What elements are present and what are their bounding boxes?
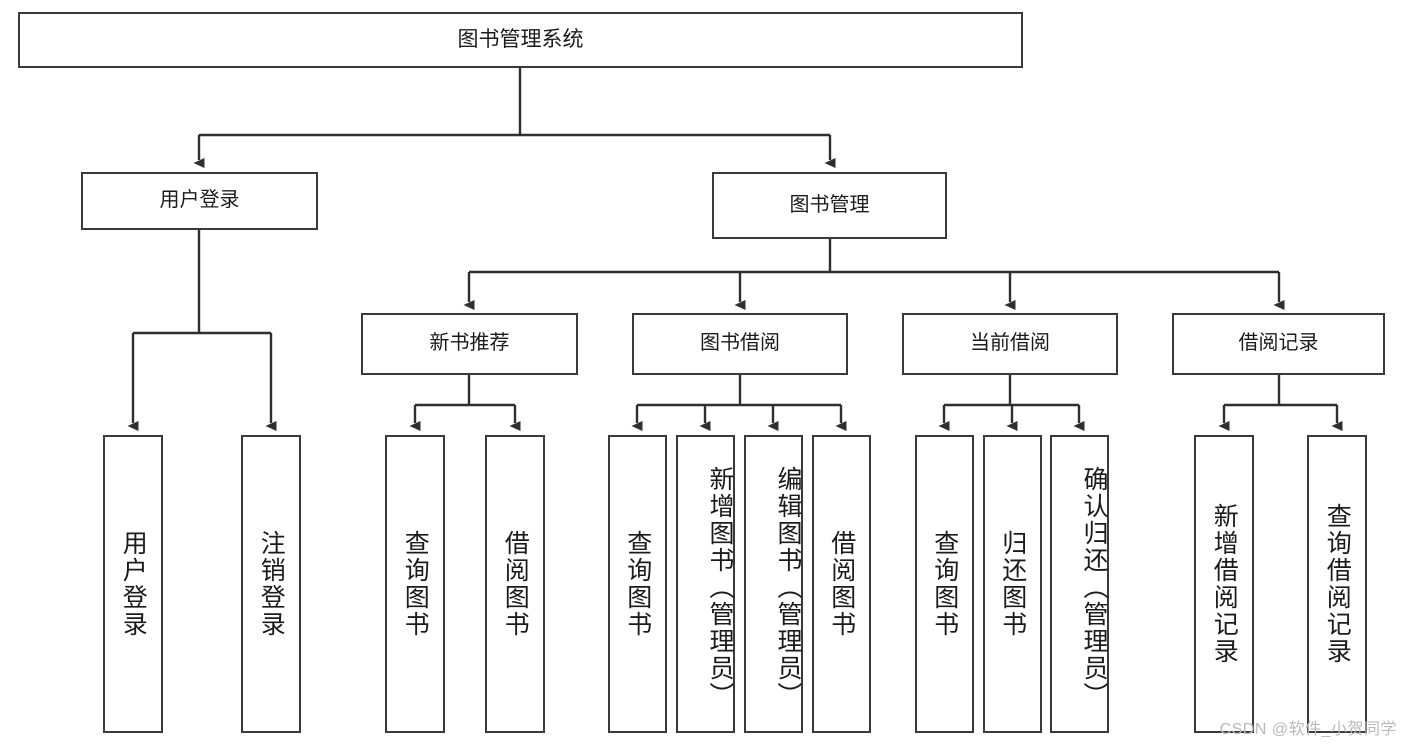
leaf-label: 借阅图书	[501, 530, 530, 638]
watermark: CSDN @软件_小贺同学	[1219, 721, 1397, 738]
node-new-book-recommendation[interactable]: 新书推荐	[361, 313, 578, 375]
leaf-confirm-return-admin[interactable]: 确认归还（管理员）	[1050, 435, 1109, 733]
node-label: 图书管理系统	[457, 27, 584, 51]
node-label: 图书管理	[789, 193, 870, 216]
leaf-query-book-new[interactable]: 查询图书	[385, 435, 445, 733]
leaf-query-book-current[interactable]: 查询图书	[915, 435, 974, 733]
leaf-query-book-borrow[interactable]: 查询图书	[608, 435, 667, 733]
leaf-label: 新增借阅记录	[1210, 503, 1239, 665]
leaf-borrow-book-new[interactable]: 借阅图书	[485, 435, 545, 733]
node-book-borrowing[interactable]: 图书借阅	[632, 313, 848, 375]
node-label: 当前借阅	[970, 332, 1050, 355]
leaf-add-book-admin[interactable]: 新增图书（管理员）	[676, 435, 735, 733]
leaf-borrow-book[interactable]: 借阅图书	[812, 435, 871, 733]
leaf-label: 查询图书	[401, 530, 430, 638]
leaf-user-login[interactable]: 用户登录	[103, 435, 163, 733]
leaf-label: 注销登录	[257, 530, 286, 638]
leaf-label: 新增图书（管理员）	[706, 465, 734, 709]
leaf-return-book[interactable]: 归还图书	[983, 435, 1042, 733]
node-label: 借阅记录	[1238, 332, 1319, 355]
leaf-label: 查询借阅记录	[1323, 503, 1352, 665]
node-current-borrowing[interactable]: 当前借阅	[902, 313, 1118, 375]
node-label: 图书借阅	[700, 332, 780, 355]
leaf-add-borrowing-record[interactable]: 新增借阅记录	[1194, 435, 1254, 733]
leaf-query-borrowing-record[interactable]: 查询借阅记录	[1307, 435, 1367, 733]
leaf-label: 确认归还（管理员）	[1080, 465, 1108, 709]
leaf-edit-book-admin[interactable]: 编辑图书（管理员）	[744, 435, 803, 733]
node-user-login[interactable]: 用户登录	[81, 172, 318, 230]
node-label: 新书推荐	[429, 332, 510, 355]
node-book-management-system[interactable]: 图书管理系统	[18, 12, 1023, 68]
leaf-label: 用户登录	[119, 530, 148, 638]
node-borrowing-records[interactable]: 借阅记录	[1172, 313, 1385, 375]
leaf-label: 查询图书	[930, 530, 959, 638]
leaf-logout[interactable]: 注销登录	[241, 435, 301, 733]
node-label: 用户登录	[159, 189, 240, 212]
leaf-label: 归还图书	[998, 530, 1027, 638]
leaf-label: 借阅图书	[827, 530, 856, 638]
node-book-management[interactable]: 图书管理	[712, 172, 947, 239]
leaf-label: 编辑图书（管理员）	[774, 465, 802, 709]
leaf-label: 查询图书	[623, 530, 652, 638]
